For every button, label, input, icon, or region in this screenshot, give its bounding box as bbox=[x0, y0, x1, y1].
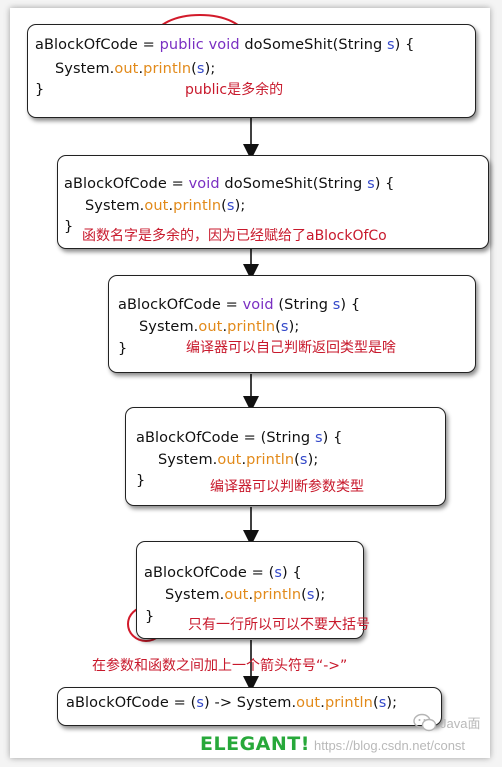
step-3-line-1: aBlockOfCode = void (String s) { bbox=[118, 297, 360, 313]
out-field: out bbox=[198, 319, 223, 335]
code-text: System. bbox=[165, 587, 225, 603]
code-text: aBlockOfCode = bbox=[118, 297, 243, 313]
code-box-step-2 bbox=[57, 155, 489, 249]
code-text: . bbox=[168, 198, 174, 214]
void-keyword: void bbox=[188, 176, 220, 192]
code-box-step-4 bbox=[125, 407, 446, 506]
code-text: ); bbox=[307, 452, 319, 468]
void-keyword: void bbox=[208, 37, 240, 53]
println-method: println bbox=[173, 198, 222, 214]
watermark-brand: Java面 bbox=[440, 716, 481, 731]
code-text: ) { bbox=[374, 176, 395, 192]
step-2-line-3: } bbox=[64, 219, 74, 235]
param-s: s bbox=[314, 430, 323, 446]
code-text: . bbox=[138, 61, 144, 77]
code-text: ) { bbox=[322, 430, 343, 446]
arg-s: s bbox=[196, 61, 205, 77]
step-1-annotation: public是多余的 bbox=[185, 82, 284, 98]
arg-s: s bbox=[226, 198, 235, 214]
code-text: ); bbox=[204, 61, 216, 77]
step-5-annotation: 只有一行所以可以不要大括号 bbox=[188, 617, 370, 633]
code-box-step-3 bbox=[108, 275, 476, 373]
code-text: System. bbox=[85, 198, 145, 214]
code-text: ) { bbox=[282, 565, 302, 581]
code-box-final bbox=[57, 687, 442, 726]
arg-s: s bbox=[280, 319, 289, 335]
step-4-line-2: System.out.println(s); bbox=[158, 452, 318, 468]
public-keyword: public bbox=[159, 37, 204, 53]
step-5-line-1: aBlockOfCode = (s) { bbox=[144, 565, 302, 581]
step-5-line-2: System.out.println(s); bbox=[165, 587, 325, 603]
code-text: ( bbox=[372, 695, 379, 711]
param-s: s bbox=[387, 37, 395, 53]
code-text: doSomeShit(String bbox=[219, 176, 368, 192]
code-text: ( bbox=[294, 452, 300, 468]
param-s: s bbox=[367, 176, 375, 192]
step-1-line-2: System.out.println(s); bbox=[55, 61, 215, 77]
code-box-step-1 bbox=[27, 24, 476, 118]
out-field: out bbox=[114, 61, 139, 77]
out-field: out bbox=[144, 198, 169, 214]
step-3-annotation: 编译器可以自己判断返回类型是啥 bbox=[186, 340, 396, 356]
arg-s: s bbox=[299, 452, 308, 468]
code-text: ( bbox=[275, 319, 281, 335]
code-text: ) { bbox=[340, 297, 361, 313]
println-method: println bbox=[246, 452, 295, 468]
code-text: . bbox=[241, 452, 247, 468]
code-text: ); bbox=[234, 198, 246, 214]
println-method: println bbox=[253, 587, 302, 603]
code-text: ) { bbox=[394, 37, 415, 53]
code-text: System. bbox=[55, 61, 115, 77]
void-keyword: void bbox=[242, 297, 274, 313]
out-field: out bbox=[217, 452, 242, 468]
arg-s: s bbox=[378, 695, 387, 711]
step-1-line-1: aBlockOfCode = public void doSomeShit(St… bbox=[35, 37, 414, 53]
code-text: aBlockOfCode = (String bbox=[136, 430, 315, 446]
code-text: aBlockOfCode = ( bbox=[66, 695, 197, 711]
wechat-icon bbox=[413, 713, 437, 732]
code-text: . bbox=[320, 695, 325, 711]
step-3-line-2: System.out.println(s); bbox=[139, 319, 299, 335]
out-field: out bbox=[296, 695, 321, 711]
arrow-annotation: 在参数和函数之间加上一个箭头符号“->” bbox=[92, 658, 348, 674]
code-text: . bbox=[248, 587, 254, 603]
println-method: println bbox=[324, 695, 373, 711]
param-s: s bbox=[332, 297, 341, 313]
code-text: System. bbox=[139, 319, 199, 335]
code-text: ); bbox=[386, 695, 398, 711]
code-box-step-5 bbox=[136, 541, 364, 639]
step-2-line-1: aBlockOfCode = void doSomeShit(String s)… bbox=[64, 176, 395, 192]
param-s: s bbox=[196, 695, 205, 711]
step-1-line-3: } bbox=[35, 82, 45, 98]
watermark-url: https://blog.csdn.net/const bbox=[314, 738, 466, 753]
step-4-line-3: } bbox=[136, 473, 146, 489]
step-2-annotation: 函数名字是多余的，因为已经赋给了aBlockOfCo bbox=[82, 228, 387, 244]
arg-s: s bbox=[306, 587, 315, 603]
step-4-annotation: 编译器可以判断参数类型 bbox=[210, 479, 364, 495]
println-method: println bbox=[227, 319, 276, 335]
code-text: ) -> System. bbox=[204, 695, 297, 711]
code-text: System. bbox=[158, 452, 218, 468]
step-5-line-3: } bbox=[145, 609, 155, 625]
println-method: println bbox=[143, 61, 192, 77]
code-text: ); bbox=[288, 319, 300, 335]
step-4-line-1: aBlockOfCode = (String s) { bbox=[136, 430, 342, 446]
out-field: out bbox=[224, 587, 249, 603]
code-text: doSomeShit(String bbox=[239, 37, 388, 53]
code-text: aBlockOfCode = ( bbox=[144, 565, 275, 581]
code-text: ); bbox=[314, 587, 326, 603]
code-text: ( bbox=[191, 61, 197, 77]
step-2-line-2: System.out.println(s); bbox=[85, 198, 245, 214]
code-text: aBlockOfCode = bbox=[64, 176, 189, 192]
code-text: (String bbox=[273, 297, 333, 313]
code-text: ( bbox=[221, 198, 227, 214]
elegant-label: ELEGANT! bbox=[200, 733, 310, 755]
code-text: aBlockOfCode = bbox=[35, 37, 160, 53]
code-text: ( bbox=[301, 587, 307, 603]
param-s: s bbox=[274, 565, 283, 581]
code-text: . bbox=[222, 319, 228, 335]
final-code-line: aBlockOfCode = (s) -> System.out.println… bbox=[66, 695, 397, 711]
step-3-line-3: } bbox=[118, 341, 128, 357]
